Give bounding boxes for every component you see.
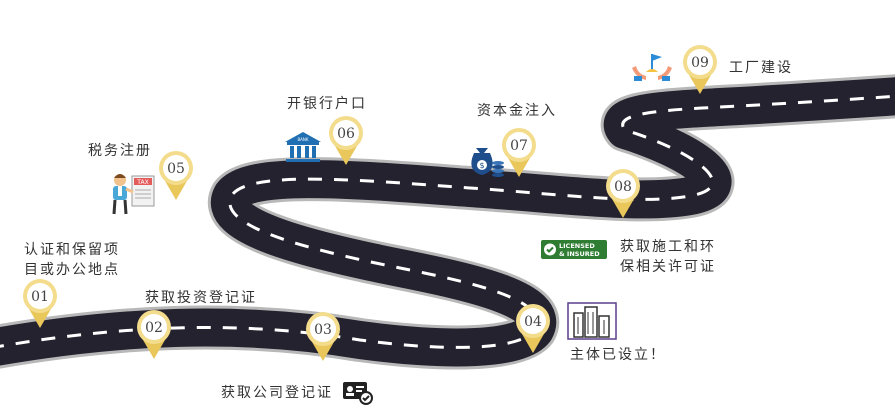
pin-face — [506, 132, 532, 158]
pin-number-07: 07 — [510, 138, 528, 154]
step-label-06: 开银行户口 — [287, 94, 367, 114]
step-label-02: 获取投资登记证 — [145, 288, 257, 308]
pin-face — [333, 120, 359, 146]
pin-face — [520, 308, 546, 334]
step-02-line1: 获取投资登记证 — [145, 290, 257, 306]
milestone-pin-07: 07 — [502, 128, 536, 177]
step-05-line1: 税务注册 — [88, 143, 152, 159]
tax-text: TAX — [136, 179, 148, 186]
winding-road — [0, 74, 895, 370]
milestone-pin-02: 02 — [137, 310, 171, 359]
tax-man-icon: TAX — [112, 174, 155, 215]
pin-face — [610, 173, 636, 199]
milestone-pin-06: 06 — [329, 116, 363, 165]
step-04-line1: 主体已设立！ — [570, 347, 666, 363]
step-08-line1: 获取施工和环 — [620, 239, 716, 255]
pin-number-06: 06 — [337, 126, 355, 142]
insured-text: & INSURED — [559, 250, 600, 258]
pin-number-05: 05 — [167, 161, 185, 177]
milestone-pin-08: 08 — [606, 169, 640, 218]
money-bag-icon: $ — [471, 148, 504, 177]
buildings-icon — [567, 302, 617, 340]
pin-number-01: 01 — [31, 289, 49, 305]
step-label-03: 获取公司登记证 — [221, 383, 333, 403]
pin-face — [141, 314, 167, 340]
pin-face — [687, 49, 713, 75]
step-01-line2: 目或办公地点 — [24, 262, 120, 278]
pin-face — [163, 155, 189, 181]
pin-number-09: 09 — [691, 55, 709, 71]
step-label-08: 获取施工和环 保相关许可证 — [620, 237, 716, 277]
milestone-pin-04: 04 — [516, 304, 550, 353]
step-label-09: 工厂建设 — [729, 58, 793, 78]
step-09-line1: 工厂建设 — [729, 60, 793, 76]
pin-number-04: 04 — [524, 314, 542, 330]
pin-face — [27, 283, 53, 309]
pin-number-02: 02 — [145, 320, 163, 336]
pin-face — [310, 316, 336, 342]
licensed-text: LICENSED — [559, 242, 595, 250]
milestone-pins: 01 02 03 04 05 06 07 08 09 — [23, 45, 717, 361]
step-03-line1: 获取公司登记证 — [221, 385, 333, 401]
bank-text: BANK — [297, 137, 308, 142]
step-label-04: 主体已设立！ — [570, 345, 666, 365]
licensed-badge-icon: LICENSED & INSURED — [541, 240, 607, 259]
step-07-line1: 资本金注入 — [477, 103, 557, 119]
step-label-07: 资本金注入 — [477, 101, 557, 121]
step-label-05: 税务注册 — [88, 141, 152, 161]
milestone-pin-09: 09 — [683, 45, 717, 94]
road-center-dashes — [0, 94, 895, 349]
road-edge — [0, 74, 895, 370]
svg-text:$: $ — [479, 161, 484, 170]
step-01-line1: 认证和保留项 — [24, 242, 120, 258]
milestone-pin-05: 05 — [159, 151, 193, 200]
hands-flag-icon — [632, 54, 672, 81]
step-label-01: 认证和保留项 目或办公地点 — [24, 240, 120, 280]
pin-number-03: 03 — [314, 322, 332, 338]
step-08-line2: 保相关许可证 — [620, 259, 716, 275]
pin-number-08: 08 — [614, 179, 632, 195]
milestone-pin-03: 03 — [306, 312, 340, 361]
id-card-check-icon — [343, 382, 373, 405]
bank-icon: BANK — [285, 132, 321, 162]
milestone-pin-01: 01 — [23, 279, 57, 328]
step-06-line1: 开银行户口 — [287, 96, 367, 112]
